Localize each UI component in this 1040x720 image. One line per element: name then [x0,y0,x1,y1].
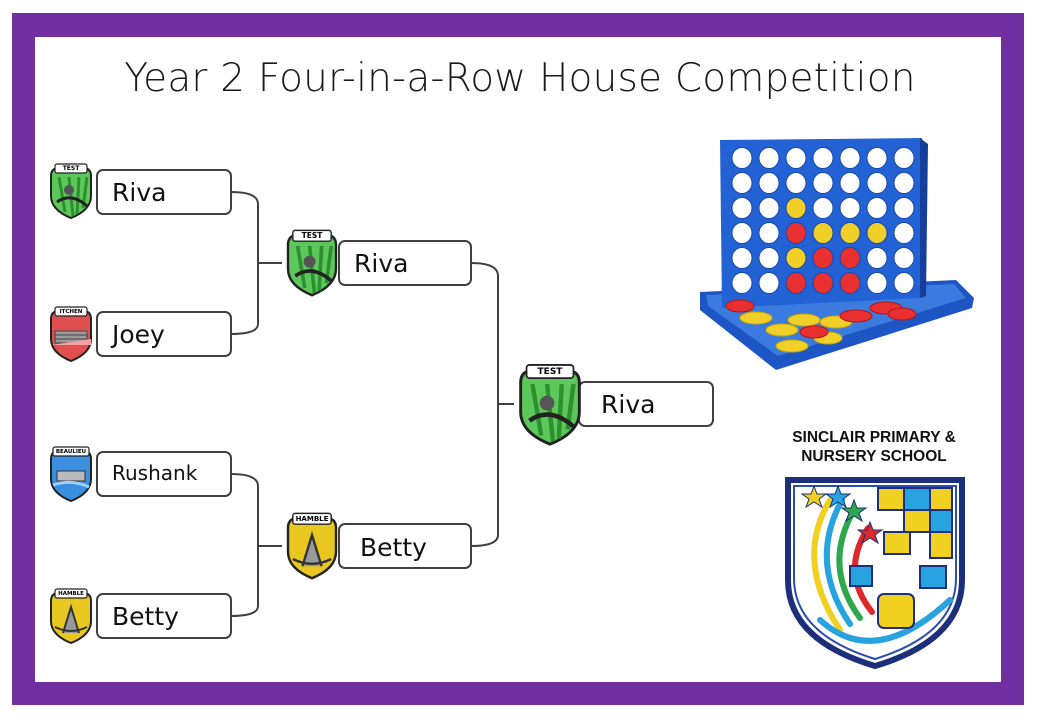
house-label: TEST [62,165,80,172]
board-hole [839,147,861,169]
board-hole [839,172,861,194]
board-hole [758,197,780,219]
board-hole [785,272,807,294]
board-hole [758,247,780,269]
four-in-a-row-game-image [700,138,974,370]
board-hole [812,172,834,194]
bracket-slot [96,169,232,215]
house-label: HAMBLE [58,591,84,597]
player-name: Joey [112,320,165,349]
itchen-house-shield-icon: ITCHEN [47,305,95,369]
board-hole [758,222,780,244]
board-hole [731,172,753,194]
player-name: Riva [112,178,167,207]
board-hole [758,147,780,169]
board-hole [812,197,834,219]
board-hole [839,197,861,219]
board-hole [785,172,807,194]
board-hole [866,247,888,269]
board-hole [893,247,915,269]
house-label: BEAULIEU [55,449,87,455]
school-crest-icon [785,477,965,670]
board-hole [839,272,861,294]
bracket-slot [96,311,232,357]
hamble-house-shield-icon: HAMBLE [282,511,342,587]
board-hole [731,222,753,244]
board-hole [866,172,888,194]
house-label: ITCHEN [59,309,83,315]
test-house-shield-icon: TEST [282,228,342,304]
board-hole [758,272,780,294]
board-hole [893,172,915,194]
board-hole [785,147,807,169]
bracket-slot [338,523,472,569]
board-hole [812,222,834,244]
test-house-shield-icon: TEST [47,162,95,226]
bracket-slot [96,451,232,497]
board-hole [731,197,753,219]
winner-slot [578,381,714,427]
board-hole [866,272,888,294]
board-hole [731,147,753,169]
player-name: Betty [360,533,427,562]
board-hole [812,247,834,269]
board-hole [866,197,888,219]
board-hole [839,247,861,269]
winner-name: Riva [601,390,656,419]
board-hole [758,172,780,194]
board-hole [785,247,807,269]
board-hole [812,147,834,169]
connector-r2 [470,262,499,547]
board-hole [893,147,915,169]
board-hole [866,147,888,169]
school-name: SINCLAIR PRIMARY & NURSERY SCHOOL [770,428,978,466]
board-hole [812,272,834,294]
connector-r1-top [230,191,259,335]
board-hole [893,197,915,219]
player-name: Rushank [112,461,198,485]
page-title: Year 2 Four-in-a-Row House Competition [124,56,916,101]
board-hole [731,272,753,294]
board-hole [731,247,753,269]
house-label: TEST [301,231,323,240]
school-name-line2: NURSERY SCHOOL [801,448,947,465]
school-name-line1: SINCLAIR PRIMARY & [792,429,956,446]
hamble-house-shield-icon: HAMBLE [47,587,95,651]
beaulieu-house-shield-icon: BEAULIEU [47,445,95,509]
board-hole [785,197,807,219]
bracket-slot [338,240,472,286]
house-label: HAMBLE [295,515,329,523]
bracket-slot [96,593,232,639]
board-hole [893,272,915,294]
board-hole [866,222,888,244]
house-label: TEST [537,367,563,377]
test-house-shield-icon: TEST [514,362,586,454]
board-hole [839,222,861,244]
board-hole [785,222,807,244]
connector-r1-bottom [230,473,259,617]
board-hole [893,222,915,244]
player-name: Riva [354,249,409,278]
player-name: Betty [112,602,179,631]
